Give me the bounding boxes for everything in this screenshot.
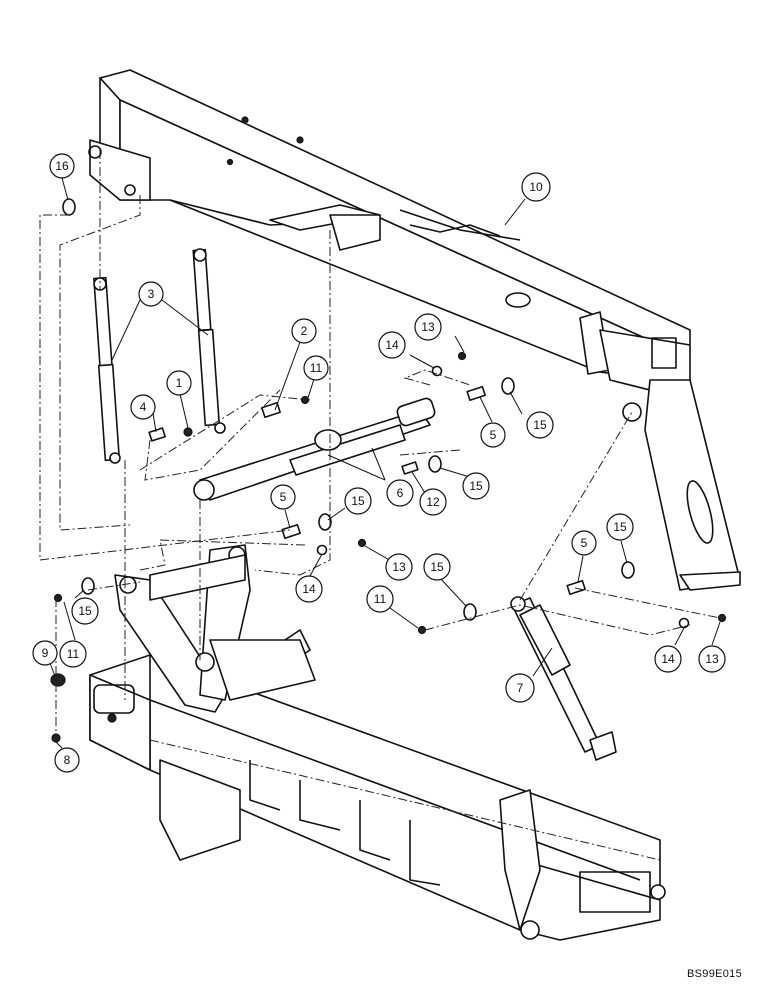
svg-text:1: 1 [176,376,183,390]
callout-5: 5 [571,530,597,556]
callout-6: 6 [386,479,414,507]
svg-text:14: 14 [302,582,316,596]
svg-text:15: 15 [469,479,483,493]
callout-13: 13 [414,313,442,341]
hardware [50,198,727,743]
callout-16: 16 [49,153,75,179]
svg-text:5: 5 [280,490,287,504]
svg-text:5: 5 [581,536,588,550]
svg-text:15: 15 [533,418,547,432]
svg-text:2: 2 [301,324,308,338]
callout-12: 12 [419,488,447,516]
callout-10: 10 [521,172,551,202]
callout-4: 4 [130,394,156,420]
svg-text:6: 6 [397,486,404,500]
cylinder-7 [510,596,617,761]
svg-text:15: 15 [430,560,444,574]
callout-11: 11 [59,640,87,668]
callout-15: 15 [462,472,490,500]
svg-text:13: 13 [392,560,406,574]
svg-text:11: 11 [374,592,387,606]
svg-text:10: 10 [529,180,543,194]
callout-14: 14 [295,575,323,603]
svg-text:15: 15 [613,520,627,534]
svg-text:13: 13 [705,652,719,666]
svg-text:9: 9 [42,646,49,660]
callout-15: 15 [606,513,634,541]
svg-text:15: 15 [78,604,92,618]
callout-13: 13 [385,553,413,581]
callout-8: 8 [54,747,80,773]
callout-15: 15 [344,487,372,515]
callout-7: 7 [505,673,535,703]
lift-cylinder [193,397,436,501]
svg-text:11: 11 [310,361,323,375]
gas-struts [93,248,226,464]
svg-text:13: 13 [421,320,435,334]
callout-13: 13 [698,645,726,673]
svg-text:14: 14 [661,652,675,666]
svg-text:7: 7 [517,681,524,695]
svg-text:3: 3 [148,287,155,301]
callout-15: 15 [71,597,99,625]
svg-text:11: 11 [67,647,80,661]
upper-frame-beam [88,69,741,591]
callout-2: 2 [291,318,317,344]
callout-11: 11 [303,355,329,381]
callout-9: 9 [32,640,58,666]
callout-5: 5 [480,422,506,448]
svg-text:12: 12 [426,495,440,509]
leader-lines [49,177,721,749]
drawing-code: BS99E015 [687,968,742,980]
callout-14: 14 [654,645,682,673]
callout-3: 3 [138,281,164,307]
callout-1: 1 [166,370,192,396]
callout-14: 14 [378,331,406,359]
svg-text:4: 4 [140,400,147,414]
svg-text:16: 16 [55,159,69,173]
svg-text:14: 14 [385,338,399,352]
lower-frame [89,544,666,941]
svg-text:5: 5 [490,428,497,442]
callout-15: 15 [526,411,554,439]
callout-5: 5 [270,484,296,510]
svg-text:15: 15 [351,494,365,508]
callout-15: 15 [423,553,451,581]
svg-text:8: 8 [64,753,71,767]
callout-11: 11 [366,585,394,613]
